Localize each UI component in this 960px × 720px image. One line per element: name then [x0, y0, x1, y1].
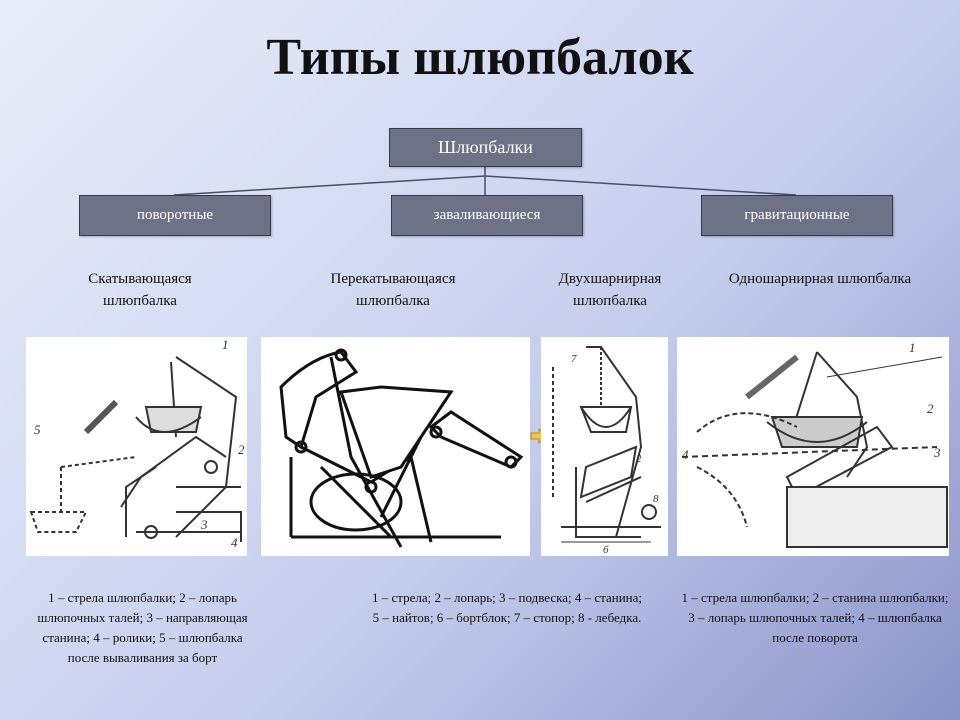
page-title: Типы шлюпбалок: [266, 29, 694, 86]
label-d4-2: 2: [927, 401, 934, 416]
type-caption-rolling: Скатывающаяся шлюпбалка: [88, 271, 192, 309]
label-d4-3: 3: [933, 445, 941, 460]
label-d3-b: б: [603, 544, 609, 556]
double-hinged-davit-sketch: 7 2 8 б: [552, 346, 661, 556]
label-d4-4: 4: [682, 447, 689, 462]
drawing-double-hinged-davit: 7 2 8 б: [541, 337, 668, 556]
root-node: Шлюпбалки: [389, 128, 582, 167]
label-d3-2: 2: [636, 453, 642, 465]
label-d1-4: 4: [231, 535, 238, 550]
category-node-rotary: поворотные: [79, 195, 271, 236]
label-d1-5: 5: [34, 422, 41, 437]
legend-double-hinged-davit: 1 – стрела; 2 – лопарь; 3 – подвеска; 4 …: [372, 590, 643, 625]
type-caption-double-hinged: Двухшарнирная шлюпбалка: [558, 271, 662, 309]
overrolling-davit-sketch: [279, 348, 524, 548]
drawing-single-hinged-davit: 1 2 4 3: [677, 337, 949, 556]
label-d3-8: 8: [653, 493, 659, 505]
label-d1-1: 1: [222, 337, 229, 352]
category-node-tilting: заваливающиеся: [391, 195, 583, 236]
type-caption-single-hinged: Одношарнирная шлюпбалка: [728, 271, 912, 287]
legend-rolling-davit: 1 – стрела шлюпбалки; 2 – лопарь шлюпочн…: [37, 590, 248, 665]
drawing-rolling-davit: 1 5 2 3 4: [26, 337, 247, 556]
category-node-gravity: гравитационные: [701, 195, 893, 236]
rolling-davit-sketch: 1 5 2 3 4: [29, 337, 245, 550]
label-d1-3: 3: [200, 517, 208, 532]
connector-root-right: [484, 175, 797, 196]
label-d3-7: 7: [571, 353, 577, 365]
label-d1-2: 2: [238, 442, 245, 457]
single-hinged-davit-sketch: 1 2 4 3: [681, 340, 948, 548]
label-d4-1: 1: [909, 340, 916, 355]
connector-root-left: [173, 175, 486, 196]
legend-single-hinged-davit: 1 – стрела шлюпбалки; 2 – станина шлюпба…: [681, 590, 949, 645]
type-caption-overrolling: Перекатывающаяся шлюпбалка: [330, 271, 456, 309]
drawing-overrolling-davit: [261, 337, 530, 556]
